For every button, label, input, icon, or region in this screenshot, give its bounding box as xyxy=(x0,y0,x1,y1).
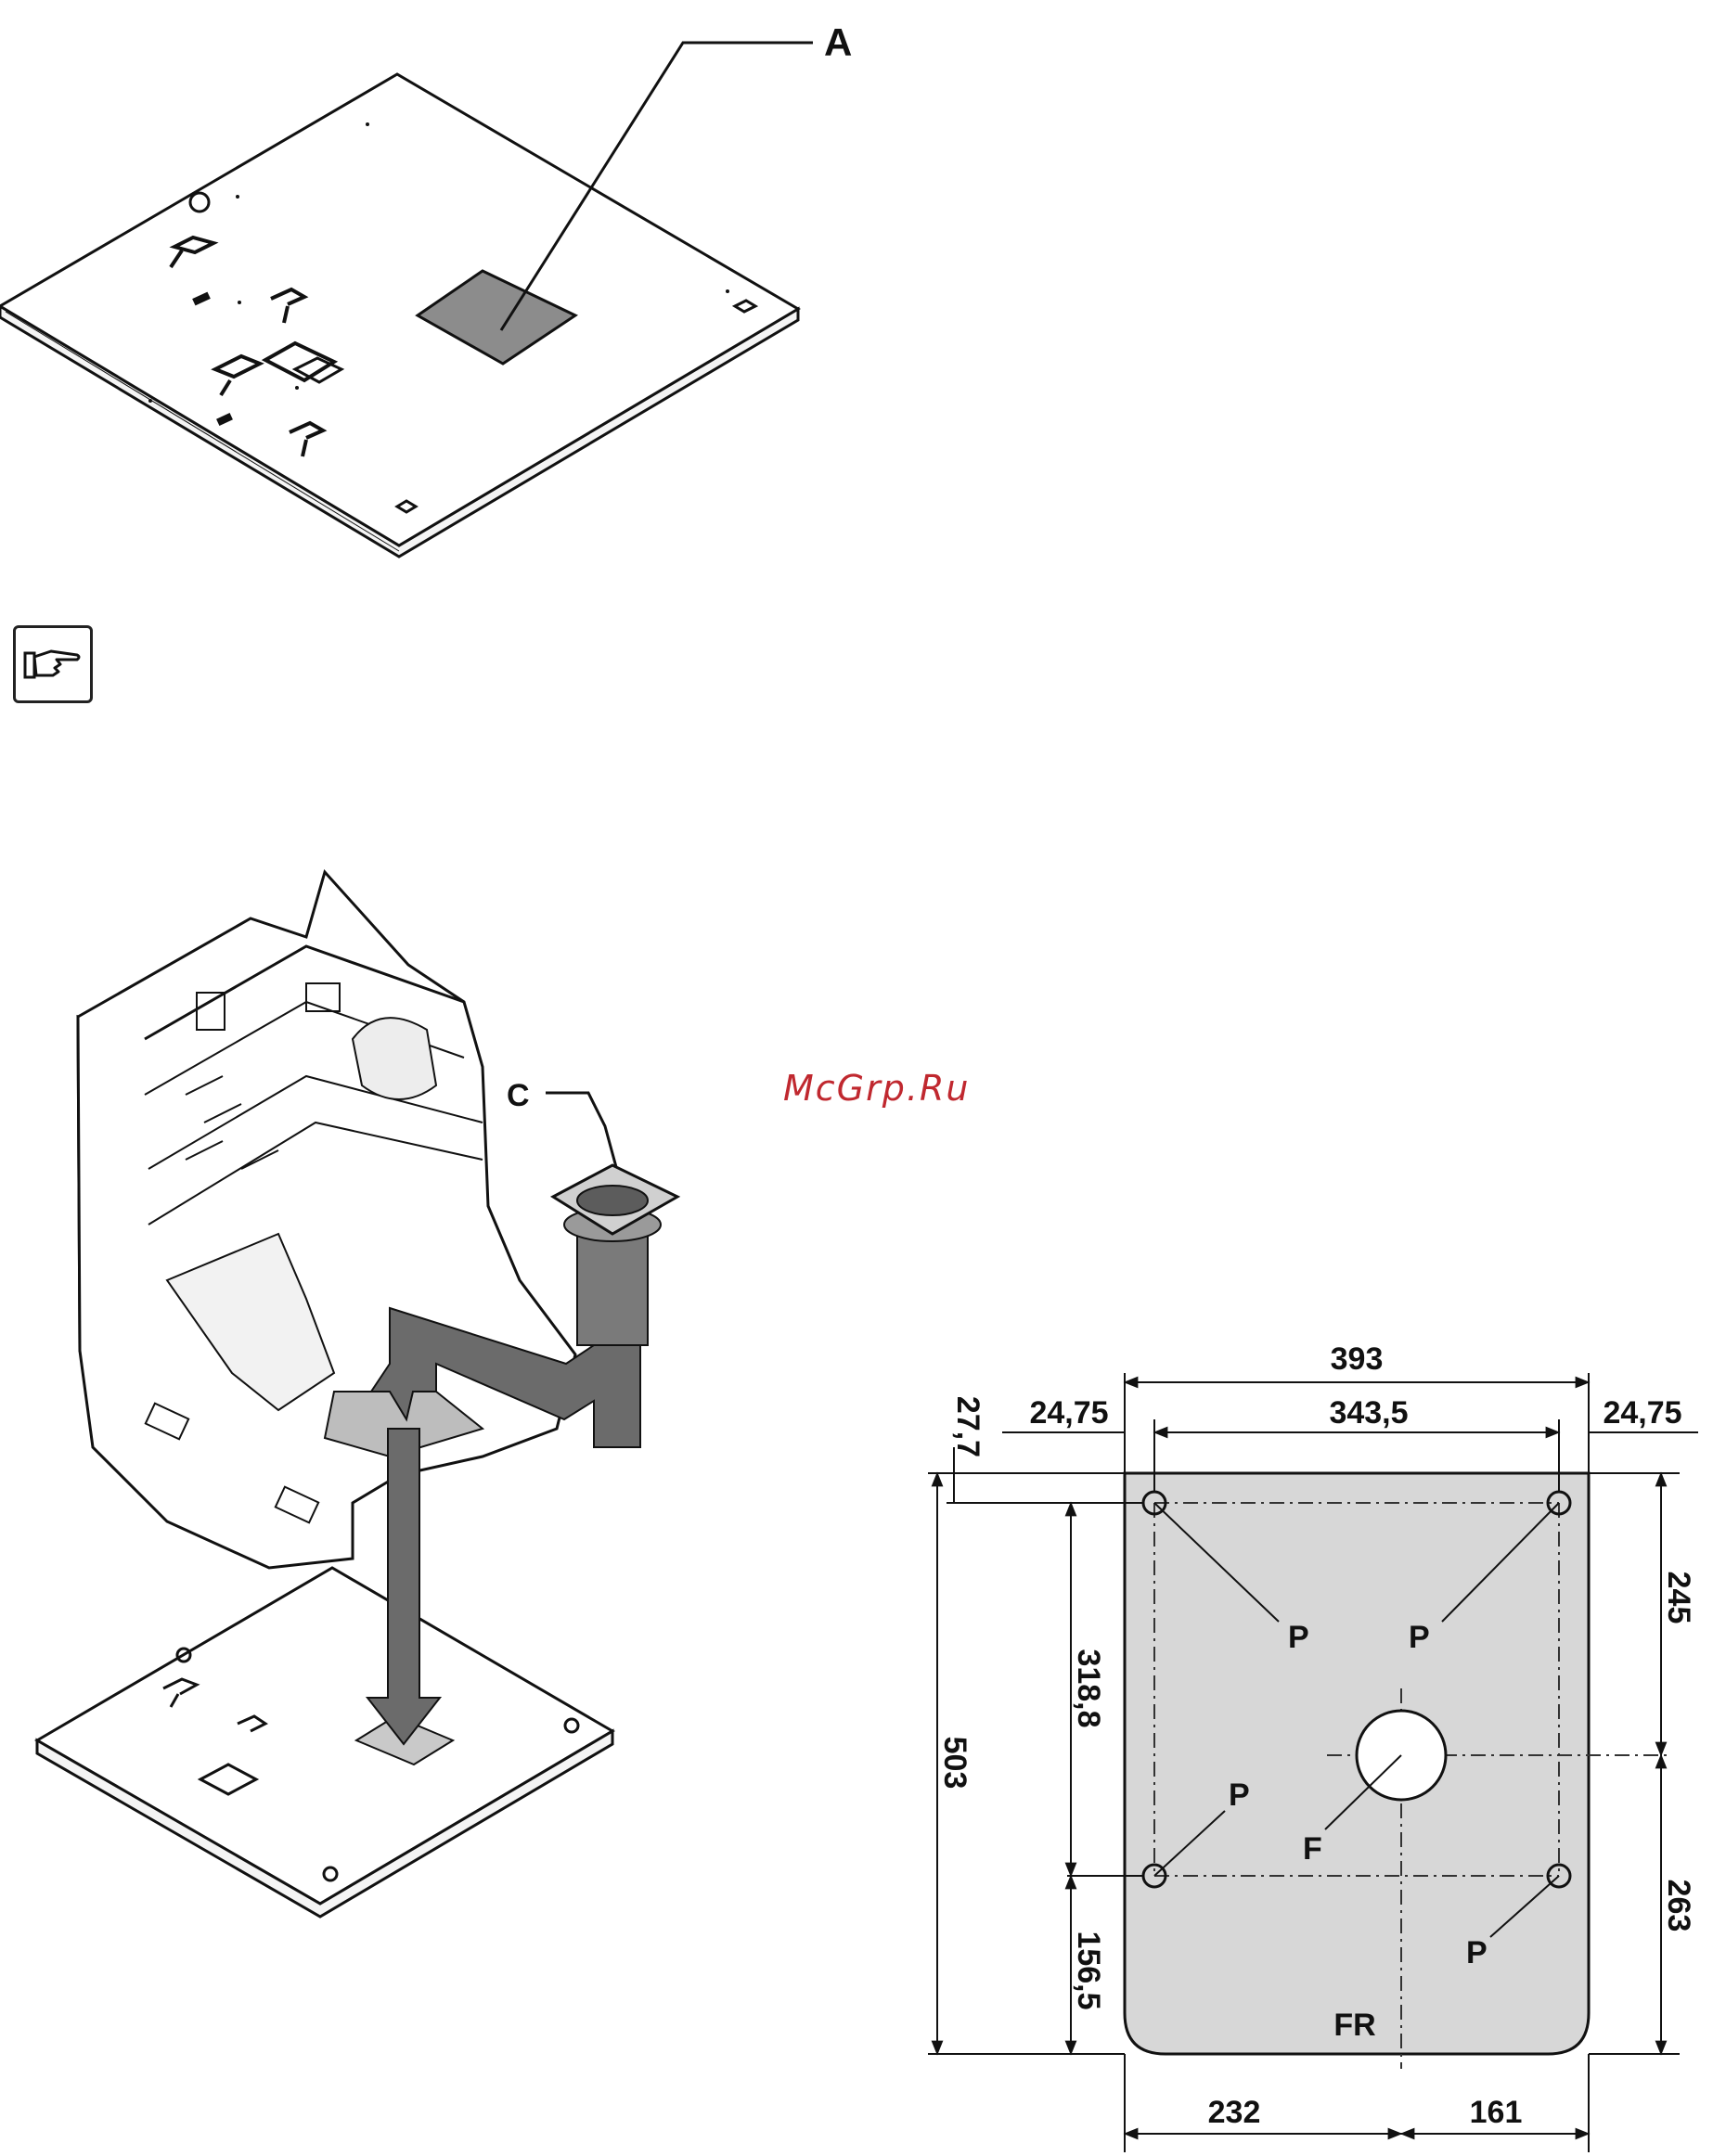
label-a: A xyxy=(824,20,852,64)
label-p-top-right: P xyxy=(1409,1620,1430,1655)
technical-drawing: 393 343,5 24,75 24,75 27,7 503 318,8 156… xyxy=(928,1341,1698,2152)
base-plate-illustration xyxy=(0,43,813,557)
watermark: McGrp.Ru xyxy=(783,1068,970,1109)
dim-bottom-right: 161 xyxy=(1470,2095,1523,2130)
dim-upper-span: 318,8 xyxy=(1071,1649,1106,1727)
dim-lower-span: 156,5 xyxy=(1071,1931,1106,2009)
dim-right-upper: 245 xyxy=(1661,1572,1696,1624)
dim-overall-height: 503 xyxy=(937,1737,972,1790)
pointing-hand-note-icon xyxy=(13,625,93,703)
dim-margin-right: 24,75 xyxy=(1603,1395,1681,1431)
label-p-bottom-right: P xyxy=(1466,1935,1488,1970)
label-f: F xyxy=(1303,1831,1322,1867)
dim-bottom-left: 232 xyxy=(1208,2095,1261,2130)
dim-right-lower: 263 xyxy=(1661,1880,1696,1932)
label-p-top-left: P xyxy=(1288,1620,1309,1655)
dim-overall-width: 393 xyxy=(1331,1341,1384,1377)
dim-inner-width: 343,5 xyxy=(1329,1395,1408,1431)
dim-top-offset: 27,7 xyxy=(950,1396,985,1457)
dim-margin-left: 24,75 xyxy=(1029,1395,1108,1431)
label-p-bottom-left: P xyxy=(1229,1777,1250,1813)
machine-frame-illustration xyxy=(37,872,677,1917)
label-c: C xyxy=(507,1078,530,1113)
label-fr: FR xyxy=(1333,2008,1375,2043)
